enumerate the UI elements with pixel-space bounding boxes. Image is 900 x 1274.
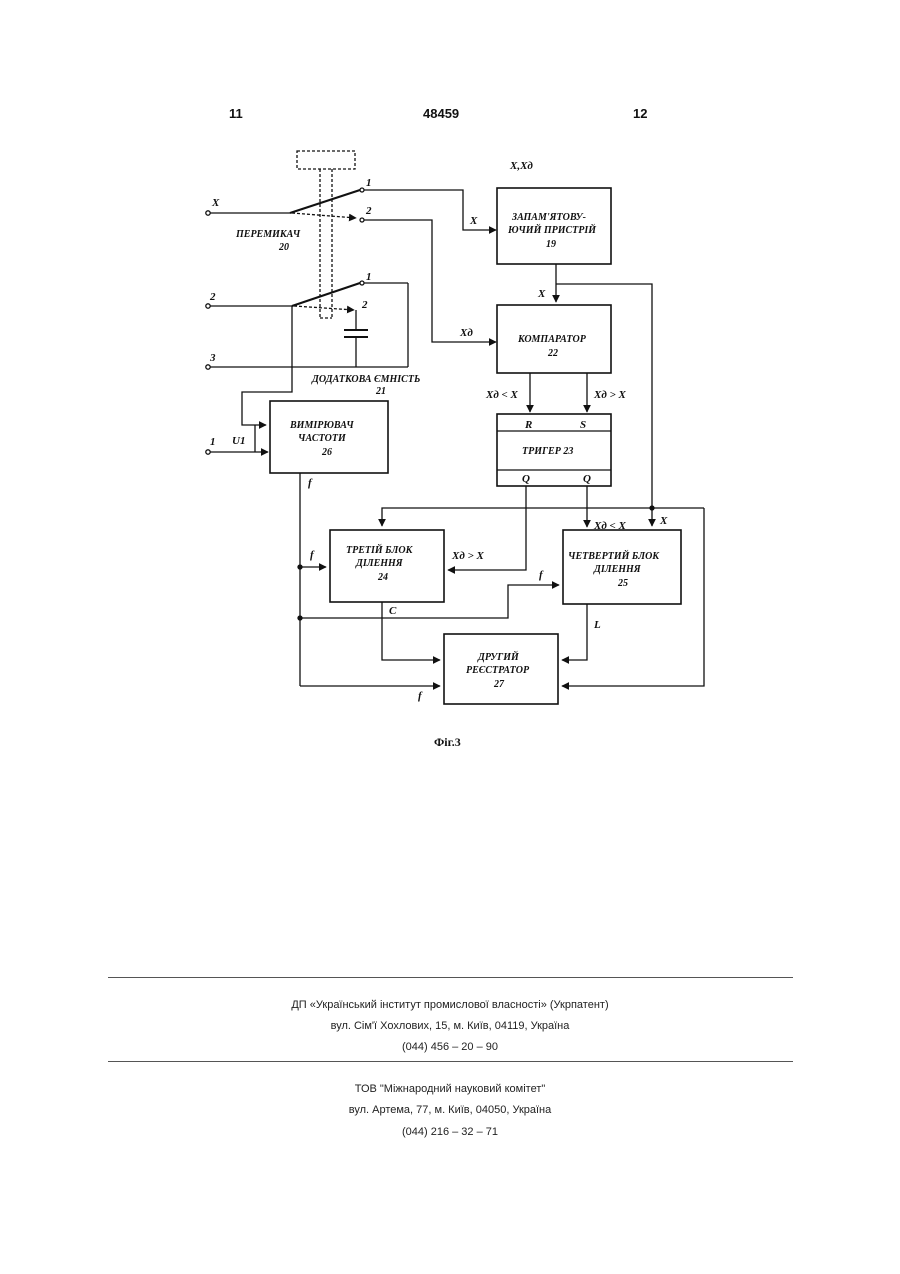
memory-label-1: ЗАПАМ'ЯТОВУ- bbox=[511, 212, 586, 223]
block-diagram: X,Xд X 2 3 1 U1 ПЕРЕМИКАЧ 20 1 2 1 2 ДОД… bbox=[0, 0, 900, 780]
switch-label: ПЕРЕМИКАЧ bbox=[235, 229, 301, 240]
div4-label-1: ЧЕТВЕРТИЙ БЛОК bbox=[568, 550, 660, 562]
org2-phone: (044) 216 – 32 – 71 bbox=[0, 1126, 900, 1138]
comparator-out-left: Xд < X bbox=[485, 389, 519, 401]
div4-in-x: X bbox=[659, 515, 668, 527]
register-label-1: ДРУГИЙ bbox=[477, 651, 520, 663]
f-label-a: f bbox=[308, 477, 313, 489]
org1-phone: (044) 456 – 20 – 90 bbox=[0, 1041, 900, 1053]
memory-label-2: ЮЧИЙ ПРИСТРІЙ bbox=[507, 224, 597, 236]
comparator-number: 22 bbox=[547, 348, 558, 359]
div3-label-2: ДІЛЕННЯ bbox=[355, 558, 404, 569]
input-1-label: 1 bbox=[210, 436, 216, 448]
trigger-q1: Q bbox=[522, 473, 530, 485]
org2-name: ТОВ "Міжнародний науковий комітет" bbox=[0, 1083, 900, 1095]
trigger-q2: Q bbox=[583, 473, 591, 485]
switch-actuator bbox=[297, 151, 355, 169]
trigger-r: R bbox=[524, 419, 532, 431]
div3-label-1: ТРЕТІЙ БЛОК bbox=[346, 544, 414, 556]
trigger-label: ТРИГЕР 23 bbox=[522, 446, 573, 457]
footer-rule-middle bbox=[108, 1061, 793, 1062]
memory-out-x: X bbox=[537, 288, 546, 300]
div4-in: Xд < X bbox=[593, 520, 627, 532]
div4-number: 25 bbox=[617, 578, 628, 589]
comparator-label: КОМПАРАТОР bbox=[517, 334, 587, 345]
footer-rule-top bbox=[108, 977, 793, 978]
f-label-b: f bbox=[310, 549, 315, 561]
f-label-d: f bbox=[418, 690, 423, 702]
switch-pos-1: 1 bbox=[366, 177, 372, 189]
input-3-label: 3 bbox=[209, 352, 216, 364]
div3-in: Xд > X bbox=[451, 550, 485, 562]
org2-address: вул. Артема, 77, м. Київ, 04050, Україна bbox=[0, 1104, 900, 1116]
freq-label-1: ВИМІРЮВАЧ bbox=[289, 420, 354, 431]
switch-pos-1b: 1 bbox=[366, 271, 372, 283]
comparator-out-right: Xд > X bbox=[593, 389, 627, 401]
register-label-2: РЕЄСТРАТОР bbox=[466, 665, 530, 676]
f-label-c: f bbox=[539, 569, 544, 581]
memory-in-x: X bbox=[469, 215, 478, 227]
div4-out-l: L bbox=[593, 619, 601, 631]
org1-address: вул. Сім'ї Хохлових, 15, м. Київ, 04119,… bbox=[0, 1020, 900, 1032]
trigger-s: S bbox=[580, 419, 586, 431]
switch-pos-2b: 2 bbox=[361, 299, 368, 311]
register-number: 27 bbox=[493, 679, 505, 690]
switch-pos-2: 2 bbox=[365, 205, 372, 217]
extra-capacity-label: ДОДАТКОВА ЄМНІСТЬ bbox=[311, 374, 420, 385]
u1-label: U1 bbox=[232, 435, 245, 447]
input-2-label: 2 bbox=[209, 291, 216, 303]
input-x-label: X bbox=[211, 197, 220, 209]
div3-out-c: C bbox=[389, 605, 397, 617]
freq-number: 26 bbox=[321, 447, 332, 458]
figure-caption: Фіг.3 bbox=[434, 735, 461, 749]
switch-number: 20 bbox=[278, 242, 289, 253]
top-label: X,Xд bbox=[509, 160, 533, 172]
div3-number: 24 bbox=[377, 572, 388, 583]
freq-label-2: ЧАСТОТИ bbox=[298, 433, 347, 444]
org1-name: ДП «Український інститут промислової вла… bbox=[0, 999, 900, 1011]
div4-label-2: ДІЛЕННЯ bbox=[593, 564, 642, 575]
extra-capacity-number: 21 bbox=[375, 386, 386, 397]
memory-number: 19 bbox=[546, 239, 556, 250]
comparator-in-xd: Xд bbox=[459, 327, 473, 339]
